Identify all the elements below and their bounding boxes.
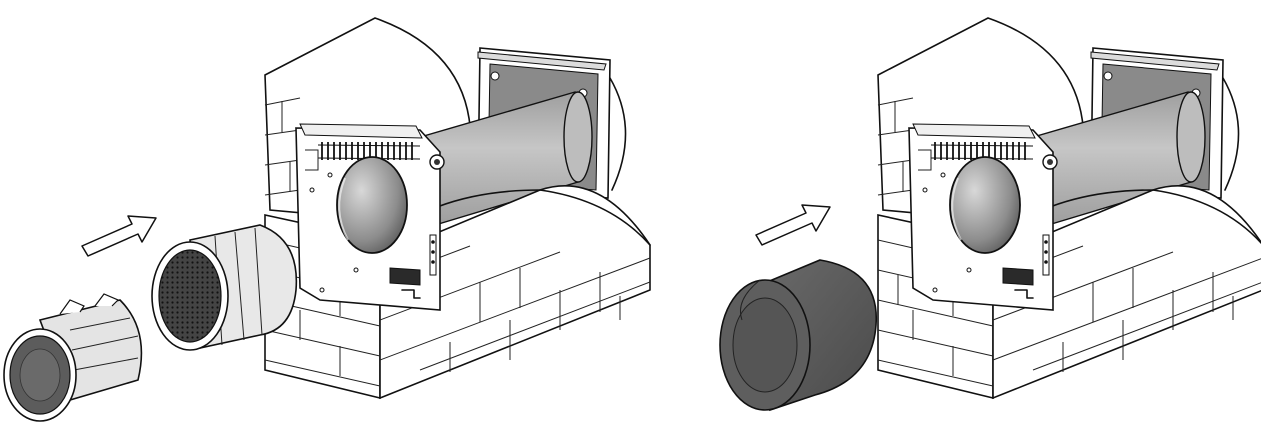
insert-direction-arrow-icon — [81, 215, 157, 257]
left-panel — [3, 17, 651, 422]
filter-cartridge — [151, 224, 298, 351]
foam-sound-absorber — [719, 259, 877, 412]
wall-assembly-left — [264, 17, 651, 399]
wall-assembly-right — [877, 17, 1261, 399]
heat-exchanger — [3, 293, 143, 422]
insert-direction-arrow-icon — [755, 204, 831, 246]
